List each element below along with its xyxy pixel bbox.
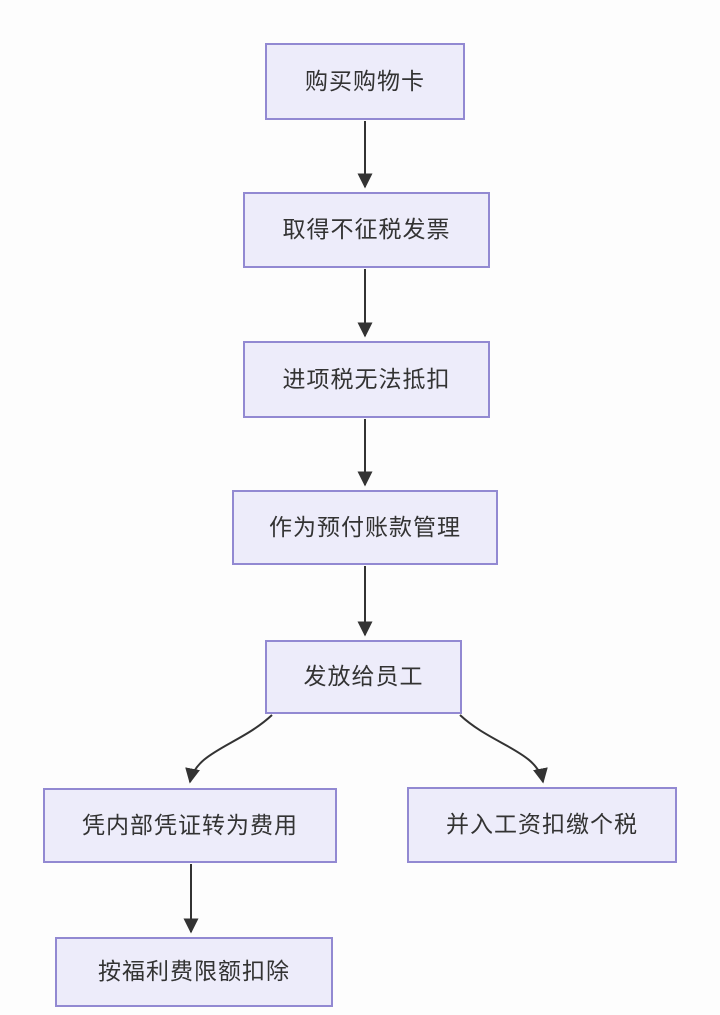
node-label: 进项税无法抵扣 xyxy=(282,365,451,392)
node-label: 取得不征税发票 xyxy=(282,216,451,243)
node-buy-shopping-card: 购买购物卡 xyxy=(265,43,465,120)
edge-distribute-to-salary xyxy=(459,714,548,784)
node-label: 按福利费限额扣除 xyxy=(98,958,290,985)
node-internal-voucher-to-expense: 凭内部凭证转为费用 xyxy=(43,788,337,863)
node-label: 作为预付账款管理 xyxy=(269,513,461,540)
node-distribute-to-employees: 发放给员工 xyxy=(265,640,462,714)
node-deduct-within-welfare-limit: 按福利费限额扣除 xyxy=(55,937,333,1007)
node-manage-as-prepaid-account: 作为预付账款管理 xyxy=(232,490,498,565)
node-input-vat-not-deductible: 进项税无法抵扣 xyxy=(243,341,490,418)
node-label: 并入工资扣缴个税 xyxy=(446,811,638,838)
node-label: 购买购物卡 xyxy=(305,67,425,94)
edge-distribute-to-expense xyxy=(185,714,273,784)
node-include-in-salary-withhold-iit: 并入工资扣缴个税 xyxy=(407,787,677,863)
node-label: 发放给员工 xyxy=(303,663,424,690)
node-obtain-non-taxable-invoice: 取得不征税发票 xyxy=(243,192,490,268)
node-label: 凭内部凭证转为费用 xyxy=(82,811,298,838)
